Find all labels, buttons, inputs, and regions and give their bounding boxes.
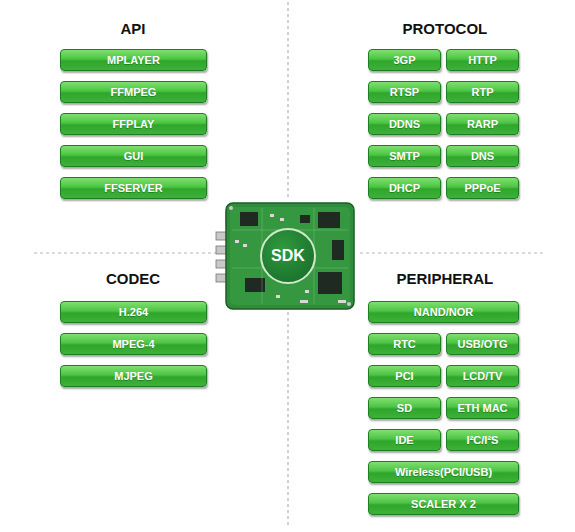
feature-button: MPLAYER <box>60 49 207 71</box>
button-label: ETH MAC <box>457 402 507 414</box>
button-label: RTC <box>393 338 416 350</box>
feature-button: DHCP <box>368 177 441 199</box>
feature-button: I²C/I²S <box>446 429 519 451</box>
button-label: RTSP <box>390 86 419 98</box>
button-label: SCALER X 2 <box>411 498 476 510</box>
button-label: IDE <box>395 434 413 446</box>
section-heading: CODEC <box>106 270 160 287</box>
feature-button: FFSERVER <box>60 177 207 199</box>
button-label: FFMPEG <box>111 86 157 98</box>
quadrant-dividers <box>34 2 545 528</box>
feature-button: H.264 <box>60 301 207 323</box>
feature-button: MJPEG <box>60 365 207 387</box>
feature-button: DNS <box>446 145 519 167</box>
button-label: RTP <box>472 86 494 98</box>
button-label: DDNS <box>389 118 420 130</box>
feature-button: USB/OTG <box>446 333 519 355</box>
button-label: 3GP <box>393 54 415 66</box>
section-heading: PROTOCOL <box>403 20 488 37</box>
section-heading: API <box>121 20 146 37</box>
circuit-board <box>216 203 354 309</box>
feature-button: FFMPEG <box>60 81 207 103</box>
feature-button: SMTP <box>368 145 441 167</box>
feature-button: MPEG-4 <box>60 333 207 355</box>
feature-button: RARP <box>446 113 519 135</box>
section-heading: PERIPHERAL <box>397 270 494 287</box>
feature-button: PPPoE <box>446 177 519 199</box>
button-label: I²C/I²S <box>467 434 499 446</box>
feature-button: FFPLAY <box>60 113 207 135</box>
button-label: GUI <box>124 150 144 162</box>
button-label: FFSERVER <box>104 182 162 194</box>
button-label: MPLAYER <box>107 54 160 66</box>
feature-button: PCI <box>368 365 441 387</box>
feature-button: RTP <box>446 81 519 103</box>
sdk-label: SDK <box>271 247 305 265</box>
button-label: PPPoE <box>464 182 500 194</box>
button-label: LCD/TV <box>463 370 503 382</box>
button-label: H.264 <box>119 306 148 318</box>
button-label: NAND/NOR <box>414 306 473 318</box>
feature-button: SD <box>368 397 441 419</box>
button-label: Wireless(PCI/USB) <box>395 466 492 478</box>
button-label: USB/OTG <box>457 338 507 350</box>
feature-button: Wireless(PCI/USB) <box>368 461 519 483</box>
button-label: DNS <box>471 150 494 162</box>
feature-button: GUI <box>60 145 207 167</box>
button-label: SD <box>397 402 412 414</box>
button-label: SMTP <box>389 150 420 162</box>
button-label: MJPEG <box>114 370 153 382</box>
feature-button: RTSP <box>368 81 441 103</box>
feature-button: IDE <box>368 429 441 451</box>
feature-button: LCD/TV <box>446 365 519 387</box>
feature-button: HTTP <box>446 49 519 71</box>
button-label: HTTP <box>468 54 497 66</box>
button-label: FFPLAY <box>113 118 155 130</box>
feature-button: DDNS <box>368 113 441 135</box>
feature-button: RTC <box>368 333 441 355</box>
button-label: DHCP <box>389 182 420 194</box>
feature-button: NAND/NOR <box>368 301 519 323</box>
sdk-circle: SDK <box>260 228 316 284</box>
button-label: MPEG-4 <box>112 338 154 350</box>
button-label: RARP <box>467 118 498 130</box>
feature-button: SCALER X 2 <box>368 493 519 515</box>
feature-button: 3GP <box>368 49 441 71</box>
feature-button: ETH MAC <box>446 397 519 419</box>
button-label: PCI <box>395 370 413 382</box>
